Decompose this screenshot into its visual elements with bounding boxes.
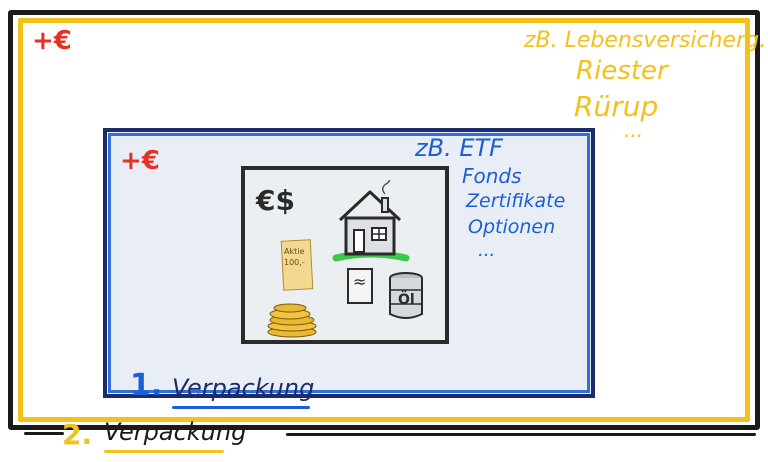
outer-plus-euro: +€ — [32, 26, 72, 56]
inner-example-5: ... — [478, 240, 496, 261]
inner-packaging-blue-border — [108, 133, 590, 393]
inner-packaging-number: 1. — [130, 368, 163, 403]
currency-symbol: €$ — [256, 184, 295, 217]
house-icon — [332, 180, 410, 262]
outer-packaging-line-right — [286, 433, 756, 436]
inner-plus-euro: +€ — [120, 146, 160, 176]
outer-example-1: zB. Lebensversicherg. — [524, 28, 767, 53]
inner-example-2: Fonds — [462, 164, 522, 188]
outer-packaging-underline — [104, 450, 224, 453]
outer-packaging-line-left — [24, 432, 64, 435]
stock-certificate-label: Aktie 100,- — [284, 247, 305, 267]
outer-example-4: ... — [624, 118, 644, 142]
outer-example-3: Rürup — [574, 90, 659, 123]
oil-barrel-icon — [389, 272, 423, 319]
inner-example-4: Optionen — [468, 216, 556, 238]
outer-example-2: Riester — [576, 56, 668, 86]
outer-packaging-label: Verpackung — [104, 418, 247, 446]
document-icon — [347, 268, 373, 304]
oil-label: Öl — [398, 292, 415, 308]
inner-example-1: zB. ETF — [415, 134, 503, 162]
outer-packaging-yellow-border — [18, 18, 750, 422]
outer-packaging-number: 2. — [62, 418, 93, 451]
inner-packaging-underline — [172, 406, 310, 409]
inner-example-3: Zertifikate — [466, 190, 566, 212]
document-mark: ≈ — [353, 272, 367, 291]
gold-coins-icon — [267, 303, 317, 338]
inner-packaging-label: Verpackung — [172, 374, 315, 402]
inner-packaging-line — [330, 395, 592, 398]
